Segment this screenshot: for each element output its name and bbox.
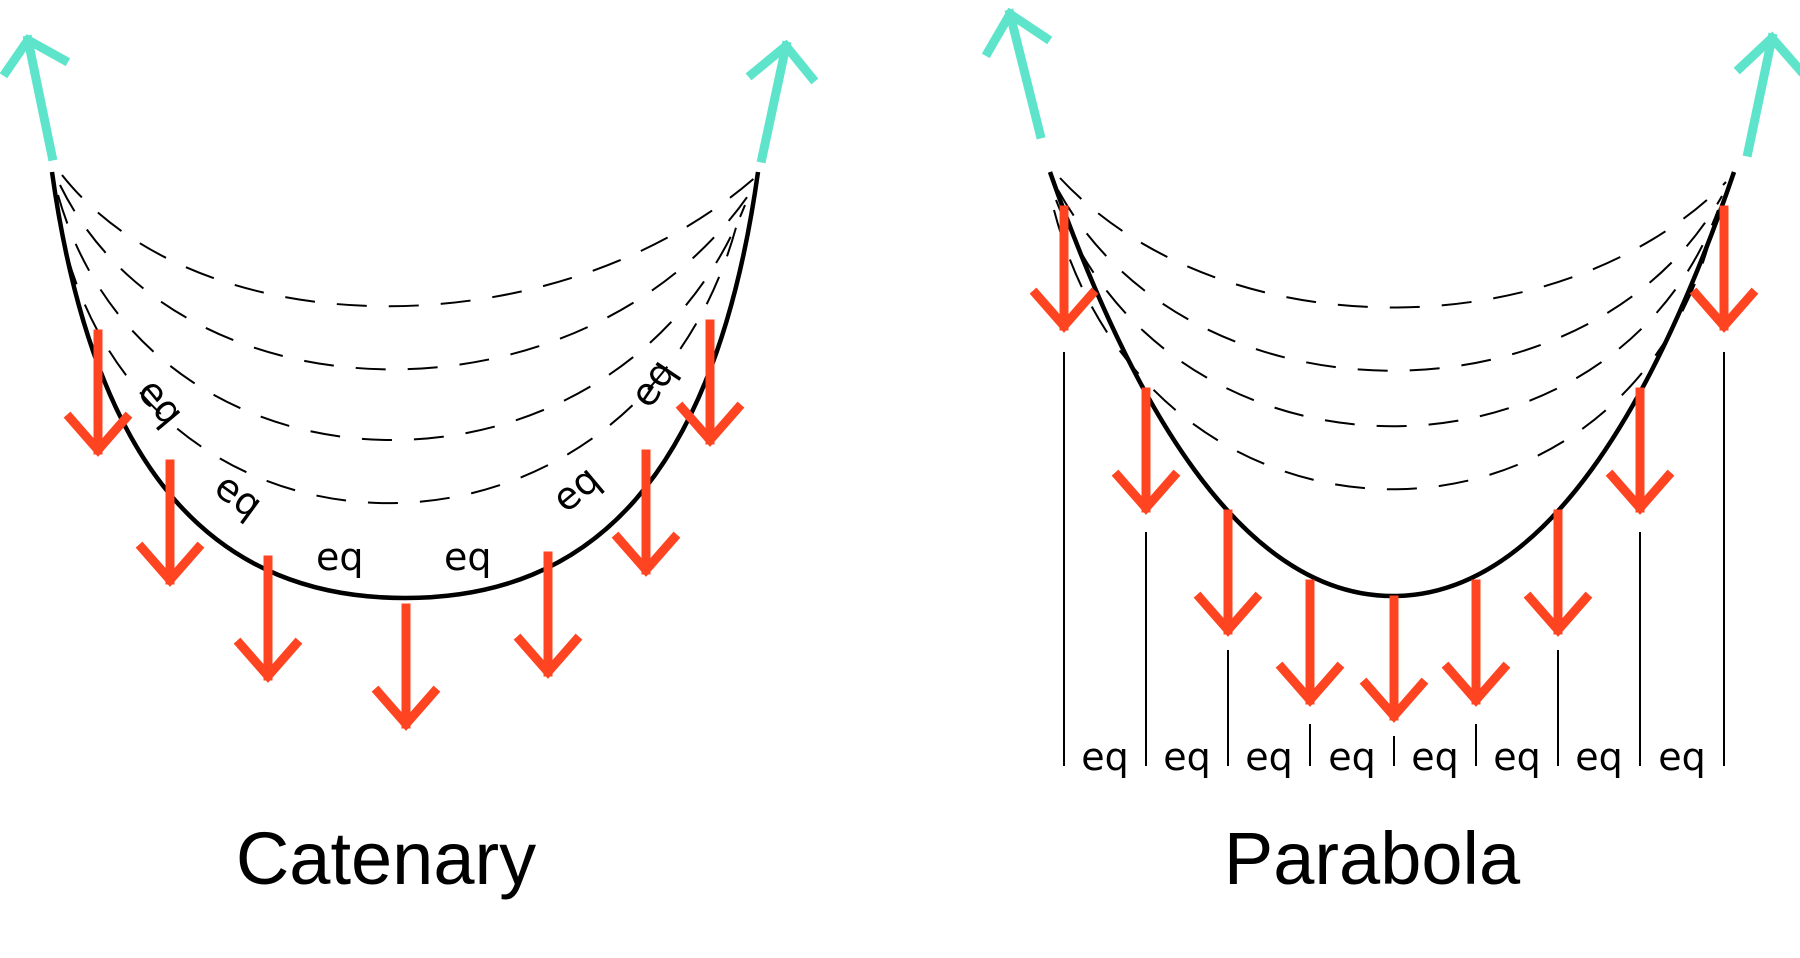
segment-label: eq: [444, 535, 492, 579]
tension-arrow: [1733, 31, 1800, 158]
segment-label: eq: [316, 535, 364, 579]
segment-label: eq: [1245, 735, 1293, 779]
segment-label: eq: [207, 464, 271, 528]
segment-label: eq: [129, 370, 193, 435]
segment-label: eq: [1493, 735, 1541, 779]
load-arrow: [1441, 579, 1511, 707]
catenary-dashed-curve: [59, 184, 753, 371]
catenary-dashed-curve: [57, 194, 746, 441]
panel-caption: Parabola: [1224, 817, 1521, 900]
segment-label: eq: [544, 457, 609, 521]
segment-label: eq: [1575, 735, 1623, 779]
tension-arrow: [0, 34, 71, 162]
load-arrow: [1359, 595, 1429, 723]
parabola-dashed-curve: [1055, 199, 1719, 428]
parabola-dashed-curve: [1059, 177, 1727, 309]
load-arrow: [513, 551, 583, 679]
load-arrow: [1523, 509, 1593, 637]
load-arrow: [1029, 205, 1099, 333]
load-arrow: [611, 449, 681, 577]
load-arrow: [63, 329, 133, 457]
panel-caption: Catenary: [236, 817, 536, 900]
load-arrow: [1605, 387, 1675, 515]
catenary-dashed-curve: [55, 204, 739, 505]
catenary-curve: [49, 171, 761, 601]
parabola-dashed-curve: [1057, 189, 1723, 372]
load-arrow: [1111, 387, 1181, 515]
segment-label: eq: [1163, 735, 1211, 779]
load-arrow: [1275, 579, 1345, 707]
segment-label: eq: [1658, 735, 1706, 779]
catenary-dashed-curve: [61, 174, 759, 308]
parabola-panel: eq eq eq eq eq eq eq eq Parabola: [981, 7, 1800, 900]
load-arrow: [371, 603, 441, 731]
load-arrow: [1193, 509, 1263, 637]
segment-label: eq: [1411, 735, 1459, 779]
tension-arrow: [981, 7, 1053, 140]
segment-label: eq: [621, 351, 684, 415]
load-arrow: [233, 555, 303, 683]
parabola-dashed-curve: [1053, 209, 1715, 491]
load-arrow: [1689, 205, 1759, 333]
segment-label: eq: [1328, 735, 1376, 779]
load-arrow: [675, 319, 745, 447]
tension-arrow: [745, 39, 819, 164]
segment-label: eq: [1081, 735, 1129, 779]
catenary-panel: eq eq eq eq eq eq Catenary: [0, 34, 819, 900]
load-arrow: [135, 459, 205, 587]
